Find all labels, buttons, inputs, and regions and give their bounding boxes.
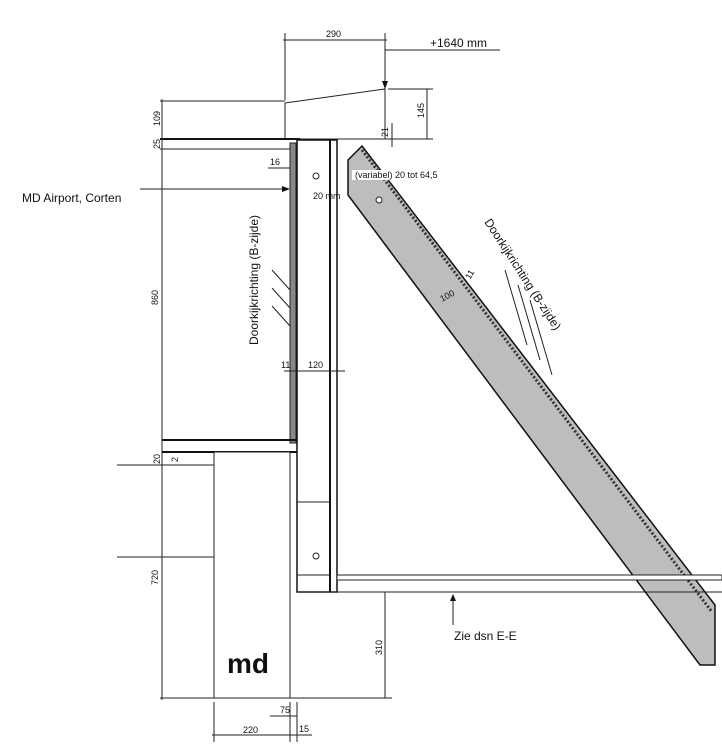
dim-20-label: 20	[152, 454, 162, 464]
dim-145-label: 145	[416, 103, 426, 118]
dim-290-label: 290	[326, 29, 341, 39]
dim-109-label: 109	[152, 111, 162, 126]
dim-860-label: 860	[150, 290, 160, 305]
dim-310-label: 310	[374, 640, 384, 655]
dim-75-label: 75	[280, 705, 290, 715]
view-direction-left-label: Doorkijkrichting (B-zijde)	[247, 215, 261, 345]
bolt-hole	[375, 196, 383, 204]
dim-11-beam-label: 11	[463, 268, 476, 281]
diagonal-beam	[347, 144, 716, 666]
variable-label: (variabel) 20 tot 64,5	[355, 170, 438, 180]
bolt-hole	[312, 172, 320, 180]
plate	[289, 142, 297, 444]
arrow-down-icon	[382, 81, 388, 89]
view-arrows-left	[271, 269, 291, 327]
product-label: MD Airport, Corten	[22, 191, 121, 205]
arrow-right-icon	[282, 186, 290, 192]
dim-720-label: 720	[150, 570, 160, 585]
dim-15-label: 15	[299, 724, 309, 734]
md-logo: md	[227, 648, 269, 679]
dim-21-label: 21	[380, 127, 390, 137]
view-direction-right-label: Doorkijkrichting (B-zijde)	[481, 216, 564, 333]
see-detail-label: Zie dsn E-E	[454, 629, 517, 643]
top-cap	[284, 88, 386, 140]
height-ref-label: +1640 mm	[430, 36, 487, 50]
dim-11-label: 11	[281, 360, 290, 370]
bolt-hole	[312, 552, 320, 560]
dim-220-label: 220	[243, 725, 258, 735]
arrow-up-icon	[450, 594, 456, 601]
dim-16-label: 16	[270, 157, 280, 167]
view-arrows-right	[504, 269, 553, 376]
dim-2-label: 2	[170, 457, 180, 462]
dim-25-label: 25	[152, 139, 162, 149]
gap-label: 20 mm	[313, 191, 341, 201]
horizontal-beam	[336, 574, 722, 581]
dim-120-label: 120	[308, 360, 323, 370]
